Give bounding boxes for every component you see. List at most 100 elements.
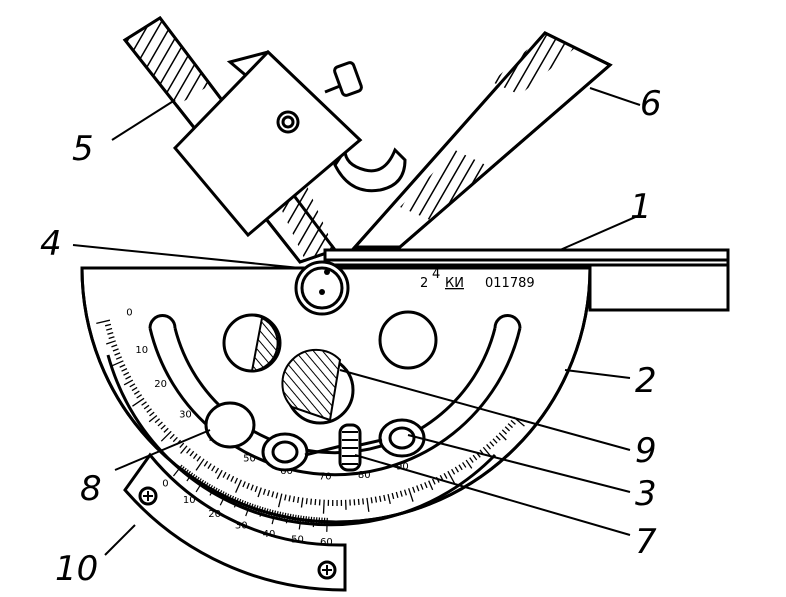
vernier-tick: [190, 473, 196, 480]
vernier-tick: [206, 483, 211, 490]
vernier-tick: [297, 515, 300, 522]
pivot-screw: [294, 260, 350, 316]
main-scale-tick: [246, 482, 250, 489]
callout-8: 8: [80, 469, 102, 509]
main-scale-tick: [408, 488, 414, 502]
leader-lines: [72, 87, 641, 556]
callout-3: 3: [635, 474, 657, 514]
main-scale-tick: [492, 438, 498, 444]
main-scale-tick: [297, 496, 300, 503]
vernier-tick: [232, 496, 237, 503]
main-scale-tick: [163, 427, 169, 433]
main-scale-tick: [472, 454, 478, 461]
main-scale-tick: [131, 386, 138, 392]
vernier-tick: [180, 466, 185, 472]
main-scale-tick: [387, 493, 391, 504]
main-scale-tick: [169, 433, 175, 440]
main-scale-tick: [179, 442, 185, 449]
main-scale-tick: [222, 471, 227, 478]
main-scale-tick: [424, 482, 428, 489]
vernier-number: 60: [320, 537, 333, 548]
main-scale-tick: [420, 483, 424, 490]
main-scale-tick: [148, 414, 158, 423]
ruler-6: [351, 31, 613, 249]
ruler-markings: 2 4 КИ 011789: [420, 267, 535, 291]
protractor-body: [80, 266, 592, 524]
main-scale-tick: [157, 421, 163, 427]
vernier-tick: [245, 501, 249, 508]
ruler-slot: [333, 145, 407, 193]
main-scale-tick: [110, 360, 124, 368]
main-scale-tick: [465, 459, 473, 469]
main-scale-tick: [115, 356, 122, 360]
vernier-tick: [213, 487, 218, 494]
clamp-block: [172, 49, 363, 238]
ruler-1: [323, 248, 730, 312]
main-scale-tick: [96, 319, 111, 324]
main-scale-tick: [454, 466, 459, 473]
vernier-tick: [312, 516, 315, 528]
main-scale-tick: [510, 419, 516, 425]
vernier-tick: [245, 502, 252, 517]
callout-10: 10: [55, 549, 98, 589]
main-scale-tick: [146, 408, 152, 413]
vernier-tick: [252, 504, 257, 511]
svg-text:011789: 011789: [485, 276, 535, 291]
main-scale-tick: [284, 494, 287, 501]
vernier-tick: [258, 506, 261, 513]
main-scale-tick: [428, 480, 434, 491]
vernier-tick: [310, 516, 313, 523]
main-scale-tick: [443, 472, 448, 479]
main-scale-tick: [143, 404, 150, 410]
main-scale-tick: [189, 450, 195, 457]
main-scale-tick: [107, 332, 114, 335]
vernier-tick: [242, 500, 247, 507]
main-scale-tick: [186, 448, 191, 454]
vernier-tick: [276, 511, 279, 518]
main-scale-tick: [362, 498, 365, 505]
vernier-tick: [283, 512, 287, 519]
main-scale-number: 30: [179, 409, 192, 420]
main-scale-tick: [104, 323, 112, 327]
main-scale-tick: [370, 497, 373, 504]
main-scale-number: 0: [126, 308, 132, 319]
vernier-tick: [186, 472, 194, 482]
callout-4: 4: [40, 224, 62, 264]
main-scale-tick: [214, 467, 220, 474]
main-scale-number: 80: [358, 470, 371, 481]
main-scale-tick: [129, 383, 136, 388]
vernier-tick: [186, 470, 191, 477]
main-scale-tick: [366, 497, 370, 512]
main-scale-tick: [111, 344, 118, 348]
main-scale-tick: [314, 499, 317, 506]
main-scale-tick: [374, 496, 378, 503]
main-scale-tick: [192, 453, 198, 460]
main-scale-tick: [275, 492, 279, 499]
vernier-tick: [219, 492, 227, 506]
main-scale-tick: [416, 485, 420, 492]
callout-7: 7: [635, 522, 657, 562]
knob-3: [261, 418, 426, 472]
main-scale-tick: [106, 340, 116, 345]
main-scale-tick: [458, 464, 463, 471]
main-scale-tick: [489, 441, 495, 447]
vernier-tick: [291, 514, 295, 521]
main-scale-tick: [257, 487, 262, 498]
main-scale-tick: [132, 397, 145, 407]
main-scale-tick: [288, 495, 291, 502]
knob-8: [204, 401, 256, 449]
main-scale-tick: [226, 473, 231, 480]
callout-9: 9: [635, 431, 657, 471]
main-scale-tick: [154, 418, 161, 424]
main-scale-tick: [242, 481, 246, 488]
vernier-tick: [270, 509, 274, 516]
main-scale-tick: [431, 478, 436, 485]
main-scale-tick: [172, 436, 178, 443]
vernier-tick: [265, 508, 269, 515]
vernier-tick: [172, 464, 183, 477]
main-scale-tick: [207, 463, 212, 469]
main-scale-tick: [125, 375, 132, 380]
vernier-tick: [233, 497, 239, 508]
main-scale-tick: [271, 491, 275, 498]
